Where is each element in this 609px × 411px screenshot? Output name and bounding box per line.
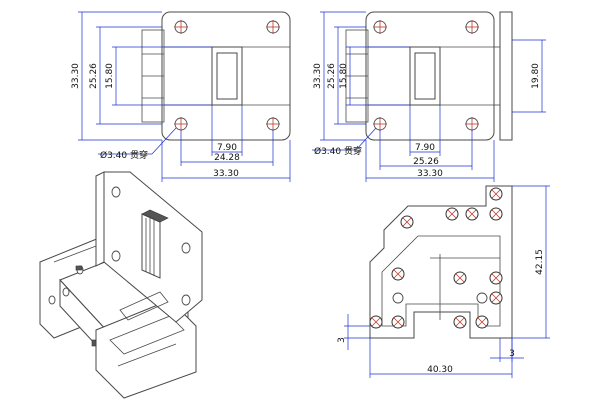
dim-inner-height: 25.26 (89, 63, 99, 89)
mounting-hole-br (266, 117, 280, 131)
iso-hole-1 (111, 186, 121, 198)
screw-4 (489, 187, 503, 201)
dim-hole-spacing: 24.28 (214, 153, 240, 163)
dim-hole-spacing-right: 25.26 (413, 157, 439, 167)
screw-6 (391, 267, 405, 281)
dim-side-height: 19.80 (531, 63, 541, 89)
dim-height: 33.30 (71, 63, 81, 89)
side-flange (499, 11, 513, 141)
screw-12 (453, 315, 467, 329)
mounting-hole-tr-r (465, 20, 479, 34)
dim-width-right: 33.30 (417, 169, 443, 179)
aperture-inner-right (414, 52, 436, 100)
bend-hole-2 (476, 292, 488, 304)
dim-width: 33.30 (213, 169, 239, 179)
hole-note-right: Ø3.40 贯穿 (314, 145, 362, 157)
dim-inner-height-right: 25.26 (327, 63, 337, 89)
iso-hole-2 (181, 242, 191, 254)
bend-top-view: 42.15 40.30 3 3 (337, 185, 550, 378)
dim-offset-bottom: 3 (509, 349, 515, 359)
screw-11 (391, 315, 405, 329)
screw-8 (489, 271, 503, 285)
screw-10 (369, 315, 383, 329)
side-waveguide (493, 46, 501, 106)
front-view-right: 19.80 33.30 25.26 15.80 7.90 25.26 33.30… (312, 11, 546, 182)
screw-7 (453, 271, 467, 285)
dim-aperture-width: 7.90 (217, 143, 237, 153)
mounting-hole-bl-r (373, 117, 387, 131)
dim-aperture-height: 15.80 (105, 63, 115, 89)
front-view-left: 33.30 25.26 15.80 7.90 24.28 33.30 Ø3.40… (71, 11, 291, 182)
screw-3 (465, 207, 479, 221)
bend-hole (392, 292, 404, 304)
iso-aperture (141, 213, 161, 279)
screw-2 (445, 207, 459, 221)
mounting-hole-tl (174, 20, 188, 34)
screw-13 (475, 315, 489, 329)
dim-bend-width: 40.30 (427, 365, 453, 375)
bend-outline (369, 185, 513, 339)
isometric-view (39, 171, 203, 399)
dim-aperture-height-right: 15.80 (339, 63, 349, 89)
iso-hole-3 (111, 250, 121, 262)
screw-5 (489, 207, 503, 221)
mounting-hole-tr (266, 20, 280, 34)
mounting-hole-tl-r (373, 20, 387, 34)
dim-aperture-width-right: 7.90 (415, 143, 435, 153)
hole-note: Ø3.40 贯穿 (100, 149, 148, 161)
screw-9 (489, 291, 503, 305)
dim-offset-left: 3 (337, 337, 347, 343)
screw-1 (400, 215, 414, 229)
bend-inner-outline (381, 235, 501, 327)
mounting-hole-bl (174, 117, 188, 131)
aperture-inner (216, 52, 238, 100)
dim-bend-height: 42.15 (535, 249, 545, 275)
iso-hole-4 (181, 294, 191, 306)
iso-front-flange-edge (95, 171, 105, 267)
dim-height-right: 33.30 (313, 63, 323, 89)
